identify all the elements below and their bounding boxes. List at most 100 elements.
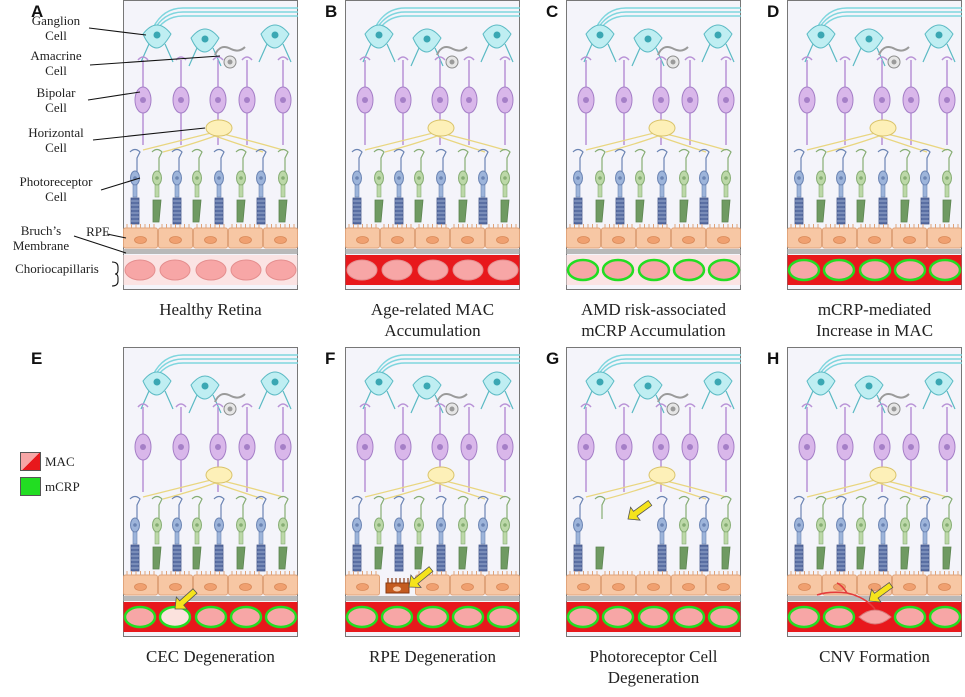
horizontal-cell (142, 466, 284, 500)
bipolar-cell (717, 403, 735, 492)
choriocapillaris (787, 602, 962, 632)
bipolar-cell (394, 403, 412, 492)
ganglion-cell (701, 24, 735, 63)
amacrine-cell (436, 46, 468, 69)
rod-photoreceptor (793, 495, 805, 572)
cone-photoreceptor (499, 148, 511, 223)
rod-photoreceptor (435, 495, 447, 572)
cone-photoreceptor (720, 495, 732, 570)
bipolar-cell (238, 403, 256, 492)
choriocapillaris (123, 602, 298, 632)
panel-caption-e: CEC Degeneration (116, 646, 306, 667)
bipolar-cell (798, 403, 816, 492)
bipolar-cell (172, 403, 190, 492)
capillary-vessel (264, 605, 298, 629)
retina-panel-c (566, 0, 741, 290)
cone-photoreceptor (899, 148, 911, 223)
bipolar-cell (238, 56, 256, 145)
rod-photoreceptor (877, 495, 889, 572)
capillary-vessel (230, 259, 262, 281)
caption-line: Degeneration (607, 668, 700, 687)
ganglion-cell (804, 371, 838, 410)
capillary-vessel (451, 605, 485, 629)
bipolar-cell (356, 403, 374, 492)
horizontal-cell (364, 466, 506, 500)
panel-letter-f: F (325, 349, 336, 368)
horizontal-cell (364, 119, 506, 153)
bipolar-cell (577, 403, 595, 492)
rod-photoreceptor (255, 148, 267, 225)
bipolar-cell (356, 56, 374, 145)
rod-photoreceptor (351, 495, 363, 572)
capillary-vessel (346, 259, 378, 281)
horizontal-cell (806, 466, 948, 500)
capillary-vessel (416, 605, 450, 629)
cone-photoreceptor (277, 148, 289, 223)
capillary-vessel (452, 259, 484, 281)
bruchs-membrane (123, 249, 298, 254)
capillary-vessel (672, 605, 706, 629)
panel-letter-a: A (31, 2, 44, 21)
cone-photoreceptor (815, 495, 827, 570)
rod-photoreceptor (171, 148, 183, 225)
bipolar-cell (496, 403, 514, 492)
cone-photoreceptor (634, 148, 646, 223)
amacrine-cell (214, 393, 246, 416)
capillary-vessel (195, 259, 227, 281)
legend-item-mac: MAC (20, 452, 75, 471)
rod-photoreceptor (393, 495, 405, 572)
bipolar-cell (681, 403, 699, 492)
capillary-vessel (486, 605, 520, 629)
cone-photoreceptor (941, 148, 953, 223)
retina-panel-a (123, 0, 298, 290)
amacrine-cell (436, 393, 468, 416)
panel-letter-c: C (546, 2, 559, 21)
capillary-vessel (566, 258, 600, 282)
ganglion-cell (258, 371, 292, 410)
panel-caption-h: CNV Formation (780, 646, 965, 667)
capillary-vessel (124, 259, 156, 281)
capillary-vessel (707, 605, 741, 629)
cone-photoreceptor (151, 148, 163, 223)
rod-photoreceptor (835, 148, 847, 225)
capillary-vessel (707, 258, 741, 282)
rod-photoreceptor (698, 495, 710, 572)
rod-photoreceptor (614, 148, 626, 225)
bipolar-cell (681, 56, 699, 145)
panel-letter-h: H (767, 349, 780, 368)
rod-photoreceptor (919, 495, 931, 572)
panel-caption-a: Healthy Retina (116, 299, 306, 320)
rod-photoreceptor (171, 495, 183, 572)
rpe-layer (787, 224, 962, 249)
cone-photoreceptor (499, 495, 511, 570)
rod-photoreceptor (477, 148, 489, 225)
bipolar-cell (938, 56, 956, 145)
bruchs-membrane (787, 249, 962, 254)
ganglion-cell (362, 24, 396, 63)
ganglion-cell (804, 24, 838, 63)
cone-photoreceptor (941, 495, 953, 570)
rod-photoreceptor (835, 495, 847, 572)
choriocapillaris (566, 602, 741, 632)
capillary-vessel (893, 258, 927, 282)
bipolar-cell (134, 403, 152, 492)
capillary-vessel (381, 259, 413, 281)
highlight-arrow (408, 566, 434, 588)
capillary-vessel (928, 605, 962, 629)
ganglion-cell (701, 371, 735, 410)
rod-photoreceptor (351, 148, 363, 225)
amacrine-cell (878, 46, 910, 69)
cone-photoreceptor (457, 148, 469, 223)
amacrine-cell (657, 46, 689, 69)
panel-letter-g: G (546, 349, 560, 368)
horizontal-cell (142, 119, 284, 153)
choriocapillaris (345, 602, 520, 632)
ganglion-cell (631, 28, 665, 67)
ganglion-cell (583, 24, 617, 63)
caption-line: Accumulation (384, 321, 481, 340)
cone-photoreceptor (413, 148, 425, 223)
